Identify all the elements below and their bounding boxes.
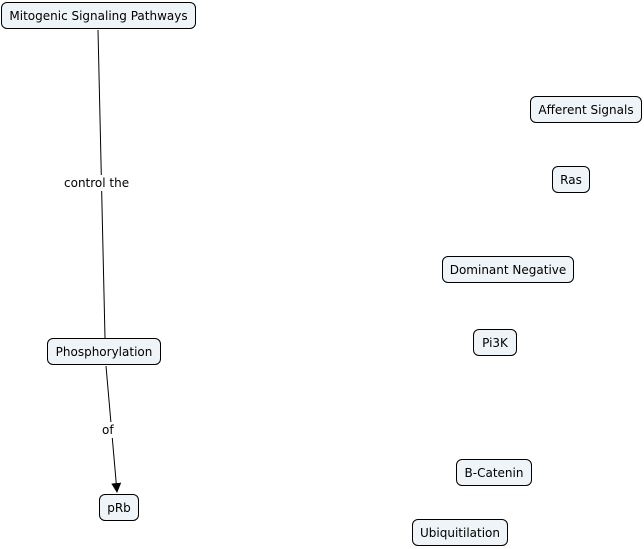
node-phosphorylation[interactable]: Phosphorylation (47, 338, 161, 365)
node-b-catenin[interactable]: B-Catenin (456, 459, 532, 486)
link-label-of: of (100, 422, 116, 438)
link-label-control-the: control the (62, 175, 132, 191)
node-afferent-signals[interactable]: Afferent Signals (530, 96, 642, 123)
node-ras[interactable]: Ras (552, 166, 590, 193)
node-prb[interactable]: pRb (99, 494, 139, 521)
node-ubiquitilation[interactable]: Ubiquitilation (412, 519, 508, 546)
node-pi3k[interactable]: Pi3K (473, 329, 517, 356)
node-dominant-negative[interactable]: Dominant Negative (442, 256, 574, 283)
node-mitogenic-signaling-pathways[interactable]: Mitogenic Signaling Pathways (1, 2, 196, 29)
